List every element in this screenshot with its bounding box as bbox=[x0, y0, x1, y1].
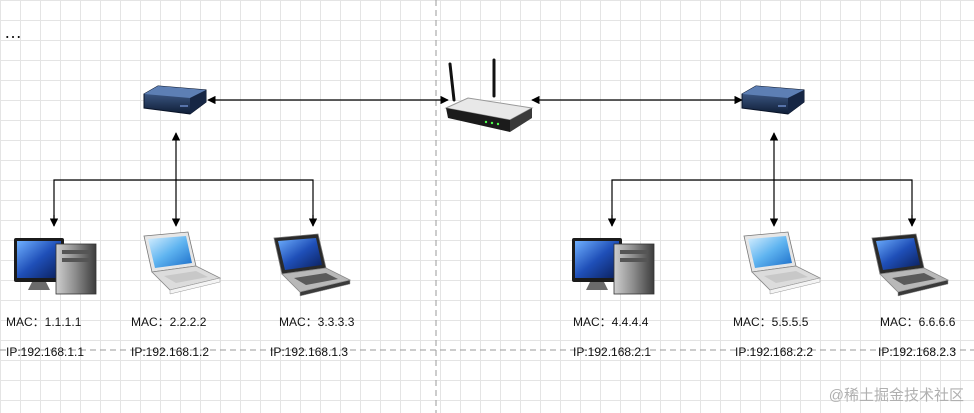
switch-icon bbox=[143, 85, 207, 115]
white-laptop-icon bbox=[743, 231, 822, 295]
right-lan-links bbox=[607, 132, 917, 227]
host-mac-label: MAC：3.3.3.3 bbox=[279, 315, 355, 329]
desktop-computer-icon bbox=[14, 238, 97, 295]
host-ip-label: IP:192.168.2.2 bbox=[735, 345, 814, 359]
dark-laptop-icon bbox=[871, 233, 950, 297]
desktop-computer-icon bbox=[572, 238, 655, 295]
ellipsis-text: … bbox=[4, 22, 23, 42]
host-mac-label: MAC：1.1.1.1 bbox=[6, 315, 82, 329]
host-mac-label: MAC：2.2.2.2 bbox=[131, 315, 207, 329]
white-laptop-icon bbox=[143, 231, 222, 295]
dark-laptop-icon bbox=[273, 233, 352, 297]
host-mac-label: MAC：5.5.5.5 bbox=[733, 315, 809, 329]
switch-icon bbox=[741, 85, 805, 115]
host-mac-label: MAC：6.6.6.6 bbox=[880, 315, 956, 329]
host-mac-label: MAC：4.4.4.4 bbox=[573, 315, 649, 329]
host-ip-label: IP:192.168.1.1 bbox=[6, 345, 85, 359]
host-ip-label: IP:192.168.2.1 bbox=[573, 345, 652, 359]
host-ip-label: IP:192.168.1.2 bbox=[131, 345, 210, 359]
left-lan-links bbox=[49, 132, 318, 227]
wireless-router-icon bbox=[444, 58, 534, 132]
watermark: @稀土掘金技术社区 bbox=[828, 387, 964, 404]
host-ip-label: IP:192.168.2.3 bbox=[878, 345, 957, 359]
host-ip-label: IP:192.168.1.3 bbox=[270, 345, 349, 359]
